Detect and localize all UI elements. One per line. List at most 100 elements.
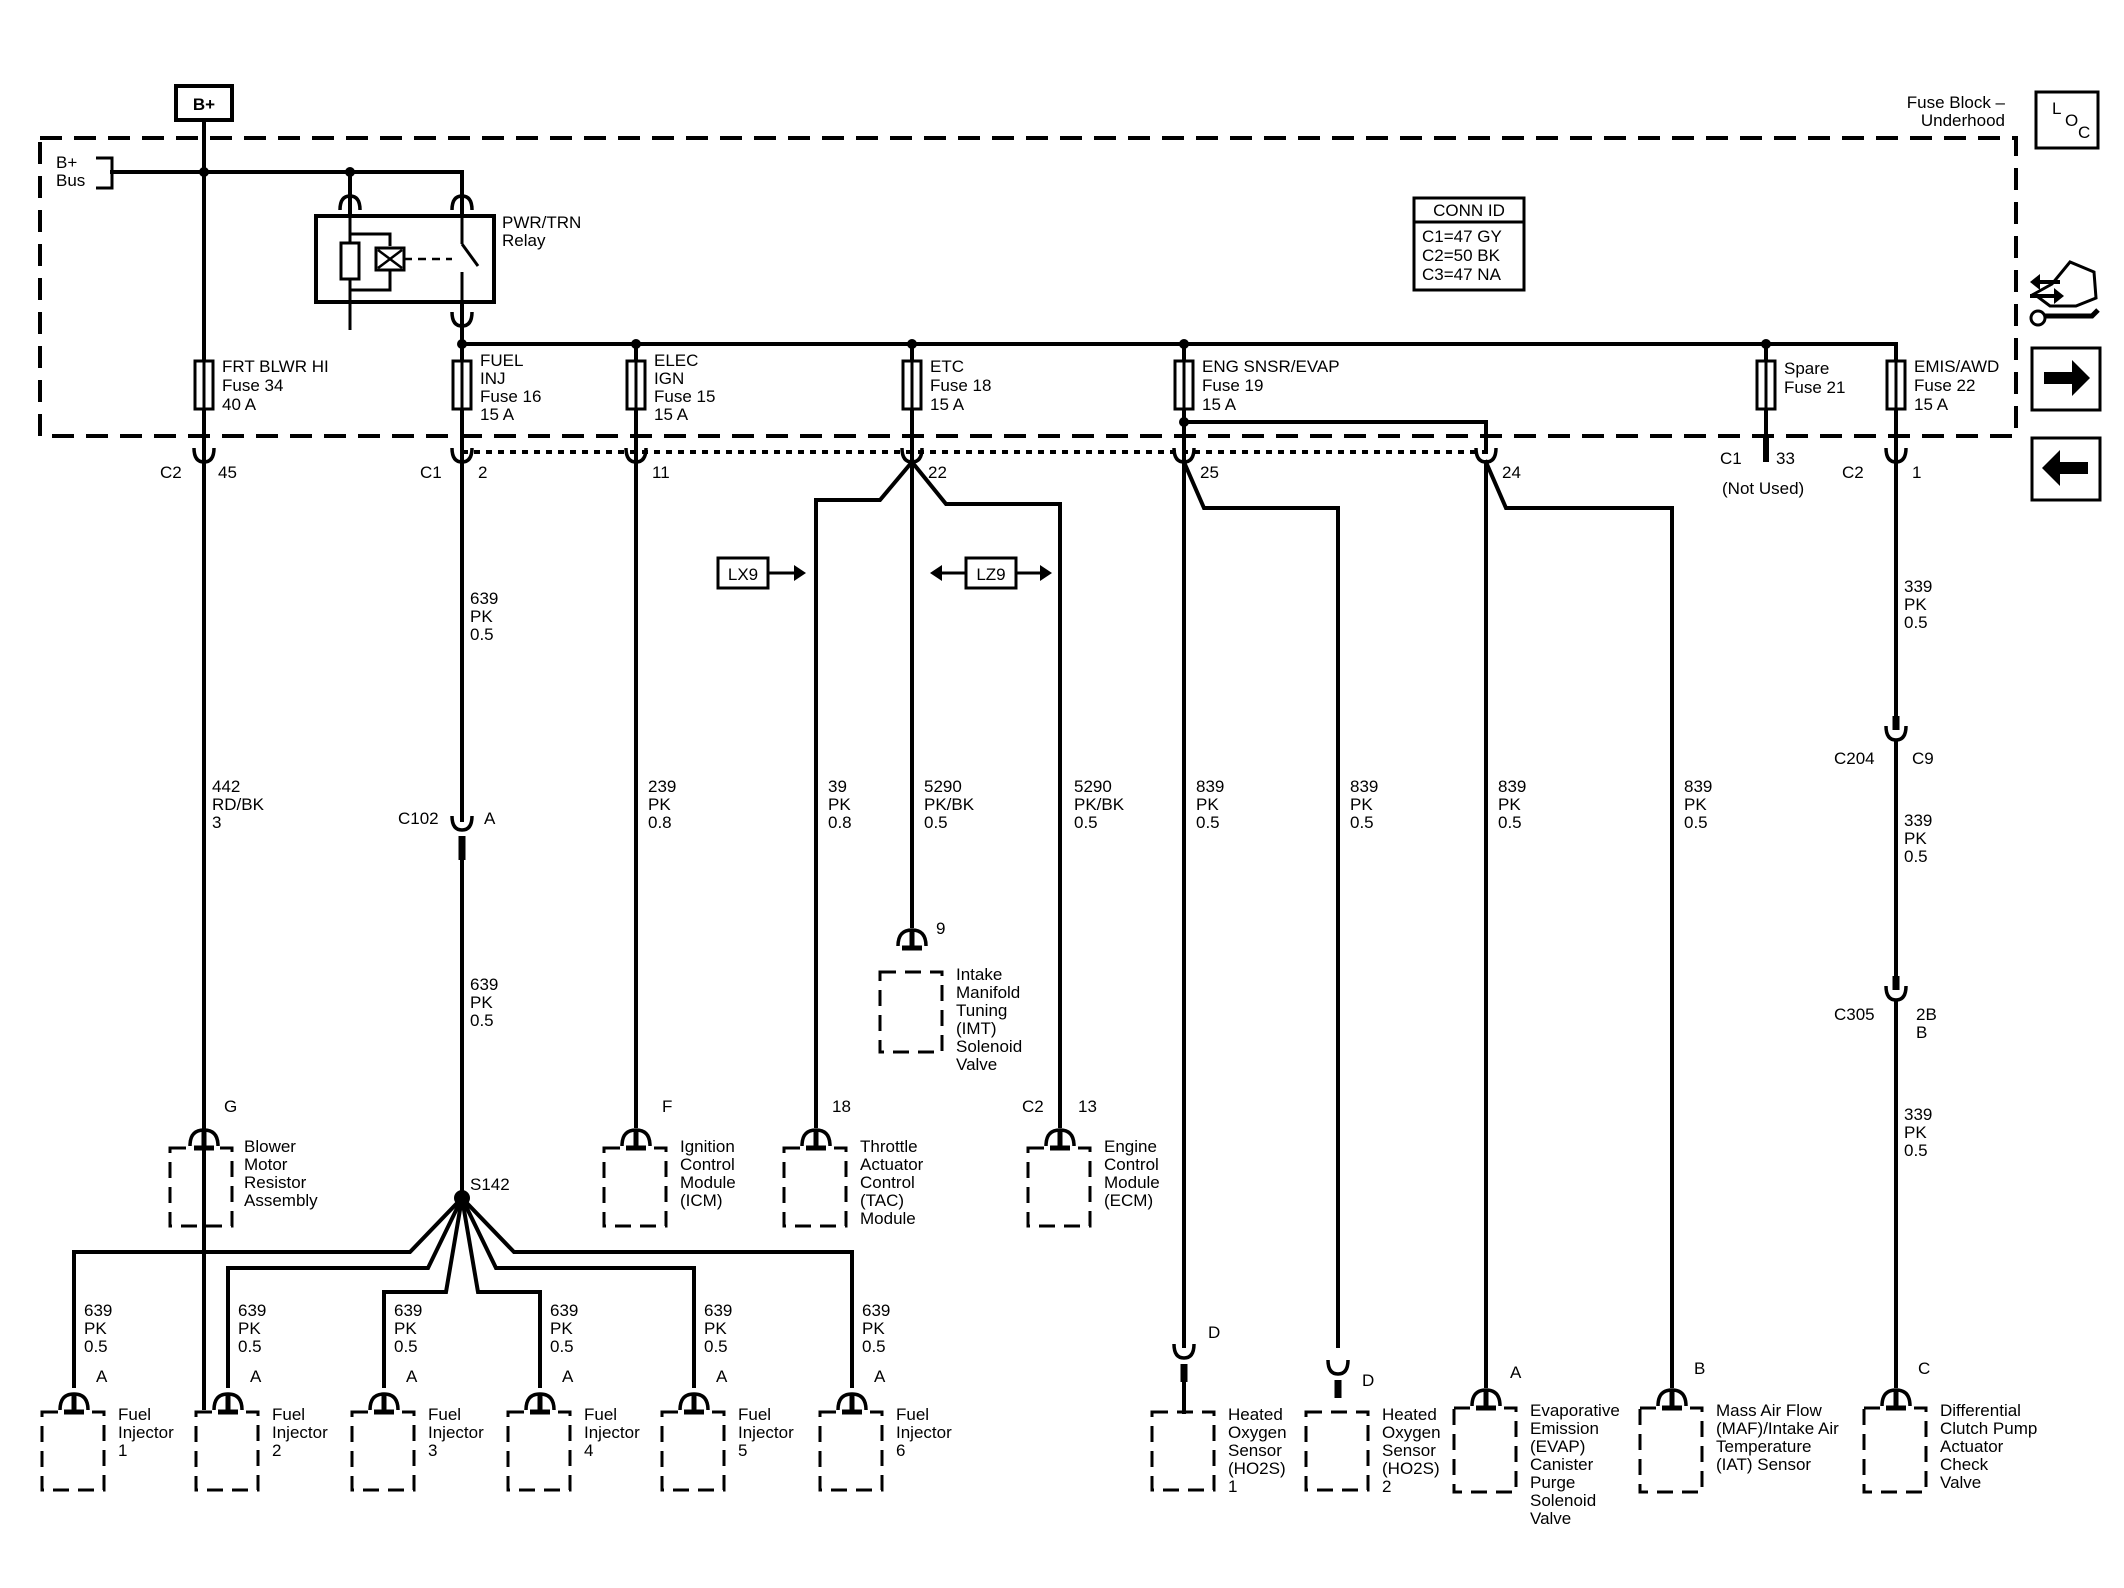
svg-text:Control: Control [860, 1173, 915, 1192]
svg-text:0.5: 0.5 [470, 625, 494, 644]
wire-339a-label: 339 PK 0.5 [1904, 577, 1932, 632]
differential-clutch-pump-actuator [1862, 1406, 1928, 1494]
svg-text:5290: 5290 [924, 777, 962, 796]
svg-text:Fuse 19: Fuse 19 [1202, 376, 1263, 395]
svg-text:Actuator: Actuator [1940, 1437, 2004, 1456]
svg-text:PK/BK: PK/BK [924, 795, 975, 814]
svg-text:Oxygen: Oxygen [1228, 1423, 1287, 1442]
fuse-15 [625, 359, 647, 411]
svg-text:639: 639 [550, 1301, 578, 1320]
svg-text:Fuse 34: Fuse 34 [222, 376, 283, 395]
car-wrench-icon[interactable] [2029, 260, 2100, 327]
svg-text:1: 1 [118, 1441, 127, 1460]
injector-6: 639 PK 0.5 A Fuel Injector 6 [818, 1301, 952, 1492]
svg-text:2: 2 [1382, 1477, 1391, 1496]
wire-839a-label: 839 PK 0.5 [1196, 777, 1224, 832]
svg-text:IGN: IGN [654, 369, 684, 388]
svg-text:Throttle: Throttle [860, 1137, 918, 1156]
svg-text:Module: Module [1104, 1173, 1160, 1192]
svg-text:3: 3 [212, 813, 221, 832]
svg-text:LX9: LX9 [728, 565, 758, 584]
svg-text:Fuse 18: Fuse 18 [930, 376, 991, 395]
svg-text:PK: PK [550, 1319, 573, 1338]
pin-c2: C2 [1022, 1097, 1044, 1116]
svg-text:639: 639 [84, 1301, 112, 1320]
arrow-left-icon[interactable] [2030, 436, 2102, 502]
pin-b-maf: B [1694, 1359, 1705, 1378]
svg-text:15 A: 15 A [1914, 395, 1949, 414]
svg-text:639: 639 [470, 589, 498, 608]
svg-text:RD/BK: RD/BK [212, 795, 265, 814]
svg-text:Engine: Engine [1104, 1137, 1157, 1156]
svg-text:PK: PK [470, 607, 493, 626]
ecm-label: Engine Control Module (ECM) [1104, 1137, 1160, 1210]
svg-text:339: 339 [1904, 811, 1932, 830]
svg-text:(MAF)/Intake Air: (MAF)/Intake Air [1716, 1419, 1839, 1438]
svg-text:0.5: 0.5 [1904, 1141, 1928, 1160]
svg-text:(ECM): (ECM) [1104, 1191, 1153, 1210]
svg-text:C2=50 BK: C2=50 BK [1422, 246, 1501, 265]
svg-text:Heated: Heated [1228, 1405, 1283, 1424]
option-lz9: LZ9 [930, 556, 1052, 590]
relay-diode [339, 241, 361, 281]
svg-text:639: 639 [862, 1301, 890, 1320]
svg-text:839: 839 [1350, 777, 1378, 796]
svg-text:Control: Control [1104, 1155, 1159, 1174]
svg-text:Differential: Differential [1940, 1401, 2021, 1420]
svg-text:15 A: 15 A [930, 395, 965, 414]
fuse-21 [1755, 359, 1777, 411]
svg-text:Emission: Emission [1530, 1419, 1599, 1438]
arrow-right-icon[interactable] [2030, 346, 2102, 412]
svg-text:Fuse 22: Fuse 22 [1914, 376, 1975, 395]
svg-text:Assembly: Assembly [244, 1191, 318, 1210]
svg-text:Solenoid: Solenoid [956, 1037, 1022, 1056]
fuse-21-label: Spare Fuse 21 [1784, 359, 1845, 397]
maf-label: Mass Air Flow (MAF)/Intake Air Temperatu… [1716, 1401, 1839, 1474]
conn-not-used: (Not Used) [1722, 479, 1804, 498]
svg-text:Fuse 21: Fuse 21 [1784, 378, 1845, 397]
conn-c1-2-a: C1 [420, 463, 442, 482]
blower-label: Blower Motor Resistor Assembly [244, 1137, 318, 1210]
svg-text:839: 839 [1196, 777, 1224, 796]
svg-text:PK: PK [1904, 829, 1927, 848]
loc-button[interactable]: L O C [2034, 90, 2100, 150]
svg-text:0.8: 0.8 [828, 813, 852, 832]
wire-839d-label: 839 PK 0.5 [1684, 777, 1712, 832]
svg-text:A: A [716, 1367, 728, 1386]
fuse-34-label: FRT BLWR HI Fuse 34 40 A [222, 357, 329, 414]
svg-text:PK: PK [1350, 795, 1373, 814]
svg-text:0.5: 0.5 [84, 1337, 108, 1356]
maf-iat-sensor [1638, 1406, 1704, 1494]
svg-text:ENG SNSR/EVAP: ENG SNSR/EVAP [1202, 357, 1340, 376]
fuse-22-label: EMIS/AWD Fuse 22 15 A [1914, 357, 1999, 414]
conn-c9: C9 [1912, 749, 1934, 768]
svg-text:Check: Check [1940, 1455, 1989, 1474]
ignition-control-module [602, 1146, 668, 1228]
injector-3: 639 PK 0.5 A Fuel Injector 3 [350, 1301, 484, 1492]
conn-c305: C305 [1834, 1005, 1875, 1024]
conn-c2-45-b: 45 [218, 463, 237, 482]
wire-839c-label: 839 PK 0.5 [1498, 777, 1526, 832]
wire-839-maf [1483, 459, 1674, 1388]
svg-text:PK: PK [1196, 795, 1219, 814]
svg-text:15 A: 15 A [1202, 395, 1237, 414]
svg-text:PK: PK [1904, 1123, 1927, 1142]
svg-text:15 A: 15 A [480, 405, 515, 424]
svg-text:Injector: Injector [118, 1423, 174, 1442]
svg-text:ETC: ETC [930, 357, 964, 376]
splice-s142-label: S142 [470, 1175, 510, 1194]
svg-text:0.5: 0.5 [1196, 813, 1220, 832]
injector-2: 639 PK 0.5 A Fuel Injector 2 [194, 1301, 328, 1492]
svg-text:239: 239 [648, 777, 676, 796]
svg-text:ELEC: ELEC [654, 351, 698, 370]
fuse-22 [1885, 359, 1907, 411]
svg-text:PK: PK [238, 1319, 261, 1338]
heated-oxygen-sensor-1 [1150, 1410, 1216, 1492]
svg-text:Sensor: Sensor [1382, 1441, 1436, 1460]
conn-c102-pin: A [484, 809, 496, 828]
svg-text:Module: Module [680, 1173, 736, 1192]
pin-a-evap: A [1510, 1363, 1522, 1382]
svg-text:Fuel: Fuel [118, 1405, 151, 1424]
svg-text:(ICM): (ICM) [680, 1191, 722, 1210]
fuse-18 [901, 359, 923, 411]
